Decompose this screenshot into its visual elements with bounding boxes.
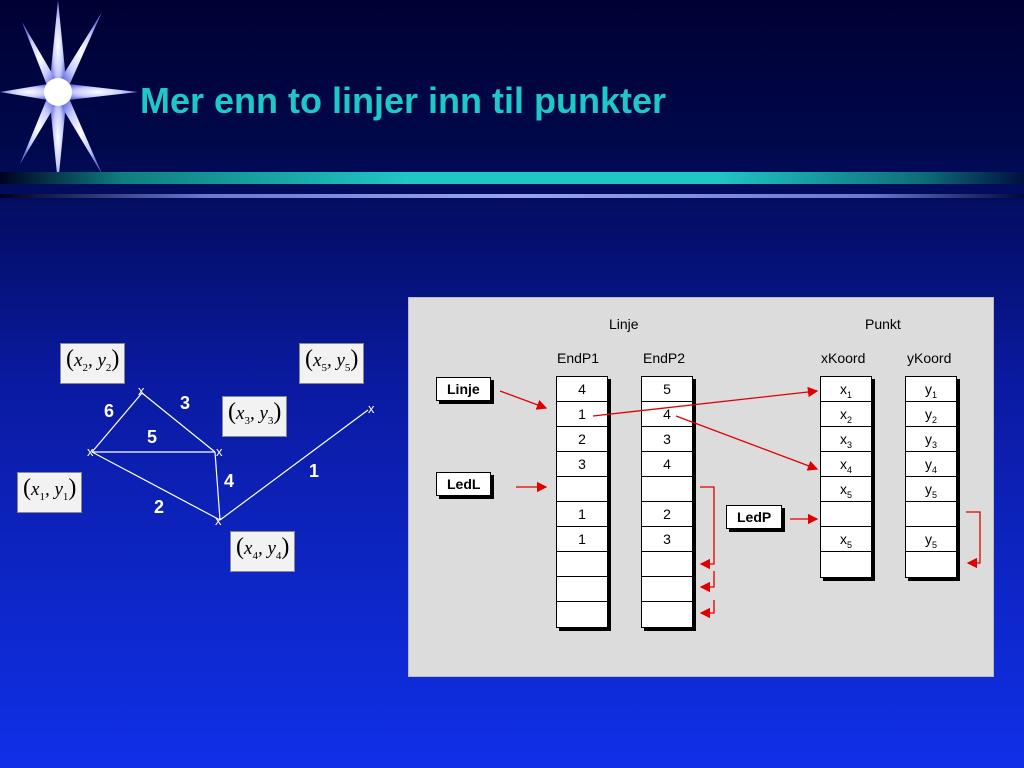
arrow-free-list-2	[699, 571, 715, 593]
punkt-table-title: Punkt	[865, 316, 901, 332]
node-marker-p2: x	[138, 383, 145, 398]
xkoord-cell	[821, 502, 871, 527]
xkoord-header: xKoord	[821, 350, 866, 366]
endp1-header: EndP1	[557, 350, 600, 366]
endp2-cell: 3	[642, 527, 692, 552]
arrow-endp2-to-x4	[675, 415, 819, 471]
endp1-cell: 4	[557, 377, 607, 402]
endp1-column: 4 1 2 3 1 1	[556, 376, 608, 628]
endp1-cell: 1	[557, 402, 607, 427]
coord-label-p1: (x1, y1)	[17, 472, 83, 513]
ykoord-cell: y3	[906, 427, 956, 452]
edge-2	[91, 451, 221, 521]
ledl-button[interactable]: LedL	[436, 472, 492, 496]
coord-label-p5: (x5, y5)	[299, 343, 365, 384]
linje-table-title: Linje	[609, 316, 639, 332]
ykoord-cell: y5	[906, 527, 956, 552]
arrow-free-list-3	[699, 600, 715, 619]
ykoord-cell: y1	[906, 377, 956, 402]
endp2-cell	[642, 552, 692, 577]
endp2-cell: 4	[642, 452, 692, 477]
arrow-linje-to-endp1	[499, 390, 548, 410]
endp2-header: EndP2	[643, 350, 686, 366]
title-divider-band	[0, 172, 1024, 184]
endp2-cell: 5	[642, 377, 692, 402]
node-marker-p1: x	[87, 444, 94, 459]
endp2-cell	[642, 477, 692, 502]
edge-label: 4	[224, 471, 235, 491]
title-divider-line	[0, 194, 1024, 198]
pointer-arrows	[499, 386, 981, 619]
endp2-cell: 2	[642, 502, 692, 527]
xkoord-cell: x5	[821, 527, 871, 552]
endp1-cell: 1	[557, 527, 607, 552]
xkoord-cell: x4	[821, 452, 871, 477]
ykoord-cell	[906, 502, 956, 527]
ykoord-header: yKoord	[907, 350, 952, 366]
ykoord-cell: y5	[906, 477, 956, 502]
node-marker-p4: x	[215, 513, 222, 528]
edge-label: 2	[154, 497, 165, 517]
arrow-free-punkt	[966, 511, 981, 569]
linje-button[interactable]: Linje	[436, 377, 491, 401]
endp1-cell: 2	[557, 427, 607, 452]
xkoord-cell: x1	[821, 377, 871, 402]
endp1-cell	[557, 577, 607, 602]
page-title: Mer enn to linjer inn til punkter	[140, 80, 667, 121]
node-marker-p5: x	[368, 401, 375, 416]
edge-label: 3	[180, 393, 191, 413]
endp1-cell: 1	[557, 502, 607, 527]
xkoord-column: x1 x2 x3 x4 x5 x5	[820, 376, 872, 578]
edge-label: 6	[104, 401, 115, 421]
endp1-cell	[557, 477, 607, 502]
edge-label: 1	[309, 461, 320, 481]
ykoord-column: y1 y2 y3 y4 y5 y5	[905, 376, 957, 578]
coord-label-p4: (x4, y4)	[230, 531, 296, 572]
node-marker-p3: x	[216, 444, 223, 459]
endp2-cell: 3	[642, 427, 692, 452]
endp1-cell	[557, 552, 607, 577]
endp2-column: 5 4 3 4 2 3	[641, 376, 693, 628]
endp1-cell: 3	[557, 452, 607, 477]
ykoord-cell: y2	[906, 402, 956, 427]
xkoord-cell: x5	[821, 477, 871, 502]
arrow-endp1-to-x1	[592, 386, 819, 417]
coord-label-p3: (x3, y3)	[222, 396, 288, 437]
edge-1	[219, 409, 369, 521]
xkoord-cell: x2	[821, 402, 871, 427]
xkoord-cell: x3	[821, 427, 871, 452]
edge-3	[141, 392, 216, 453]
star-logo-icon	[0, 0, 138, 184]
coord-label-p2: (x2, y2)	[60, 343, 126, 384]
endp2-cell: 4	[642, 402, 692, 427]
ykoord-cell: y4	[906, 452, 956, 477]
edge-6	[91, 392, 143, 453]
endp2-cell	[642, 577, 692, 602]
graph-edges	[91, 392, 369, 521]
edge-label: 5	[147, 427, 158, 447]
edge-4	[214, 451, 221, 521]
ledp-button[interactable]: LedP	[726, 505, 783, 529]
arrow-free-list-1	[699, 486, 715, 570]
